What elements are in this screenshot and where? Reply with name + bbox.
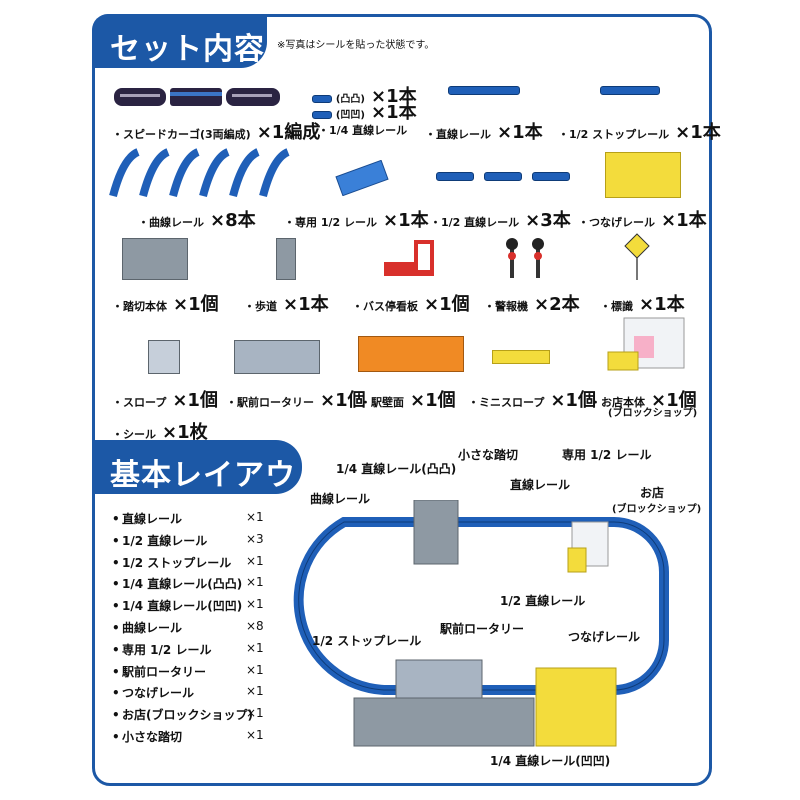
content-frame	[92, 14, 712, 786]
layout-label-half-straight: 1/2 直線レール	[500, 594, 586, 608]
sign-label: ・標識×1本	[600, 294, 685, 315]
straight-rail-label: ・直線レール×1本	[425, 122, 543, 143]
list-item: •1/4 直線レール(凸凸)×1	[112, 575, 264, 592]
station-wall-label: ・駅壁面×1個	[360, 390, 456, 411]
half-stop-rail-image	[600, 86, 660, 95]
half-straight-rail-image-3	[532, 172, 570, 181]
bus-stop-label: ・バス停看板×1個	[352, 294, 470, 315]
speed-cargo-train-image	[114, 88, 280, 106]
connect-rail-image	[605, 152, 681, 198]
crossing-body-image	[122, 238, 188, 280]
layout-label-small-crossing: 小さな踏切	[458, 448, 519, 462]
set-contents-title: セット内容	[110, 32, 265, 67]
list-item: •直線レール×1	[112, 510, 264, 526]
basic-layout-header: 基本レイアウト	[92, 440, 302, 537]
list-item: •お店(ブロックショップ)×1	[112, 706, 264, 723]
list-item: •1/2 直線レール×3	[112, 531, 264, 548]
quarter-rail-concave-row: (凹凹)×1本	[312, 98, 417, 124]
straight-rail-image	[448, 86, 520, 95]
shop-body-sub: (ブロックショップ)	[608, 408, 698, 419]
layout-label-curve: 曲線レール	[310, 492, 371, 506]
mini-slope-image	[492, 350, 550, 364]
list-item: •つなげレール×1	[112, 684, 264, 701]
half-straight-rail-image-1	[436, 172, 474, 181]
layout-label-quarter-concave: 1/4 直線レール(凹凹)	[490, 754, 611, 768]
alarm-label: ・警報機×2本	[484, 294, 580, 315]
list-item: •専用 1/2 レール×1	[112, 640, 264, 657]
half-straight-rail-image-2	[484, 172, 522, 181]
sidewalk-image	[276, 238, 296, 280]
half-straight-rail-label: ・1/2 直線レール×3本	[430, 210, 571, 231]
list-item: •曲線レール×8	[112, 618, 264, 635]
layout-label-station-rotary: 駅前ロータリー	[440, 622, 525, 636]
layout-label-shop: お店	[640, 486, 665, 500]
layout-label-connect: つなげレール	[568, 630, 641, 644]
special-half-rail-label: ・専用 1/2 レール×1本	[284, 210, 429, 231]
half-stop-rail-label: ・1/2 ストップレール×1本	[558, 122, 721, 143]
connect-rail-label: ・つなげレール×1本	[578, 210, 707, 231]
station-wall-image	[358, 336, 464, 372]
list-item: •駅前ロータリー×1	[112, 662, 264, 679]
station-rotary-label: ・駅前ロータリー×1個	[226, 390, 366, 411]
list-item: •1/4 直線レール(凹凹)×1	[112, 597, 264, 614]
layout-parts-list: •直線レール×1 •1/2 直線レール×3 •1/2 ストップレール×1 •1/…	[112, 510, 282, 750]
layout-label-half-stop: 1/2 ストップレール	[312, 634, 422, 648]
photo-note: ※写真はシールを貼った状態です。	[277, 40, 435, 51]
set-contents-header: セット内容	[92, 14, 267, 68]
special-half-rail-image	[335, 160, 389, 196]
sticker-label: ・シール×1枚	[112, 422, 208, 443]
crossing-body-label: ・踏切本体×1個	[112, 294, 219, 315]
slope-label: ・スロープ×1個	[112, 390, 218, 411]
basic-layout-title: 基本レイアウト	[110, 458, 296, 537]
curve-rails-image	[109, 148, 290, 198]
shop-body-label: ・お店本体×1個	[590, 390, 697, 411]
layout-label-shop-sub: (ブロックショップ)	[612, 504, 702, 515]
layout-label-quarter-convex: 1/4 直線レール(凸凸)	[336, 462, 457, 476]
shop-body-image	[607, 317, 685, 371]
speed-cargo-label: ・スピードカーゴ(3両編成)×1編成	[112, 122, 321, 143]
bus-stop-image	[384, 240, 434, 276]
layout-label-special-half: 専用 1/2 レール	[562, 448, 652, 462]
quarter-rail-convex-row: (凸凸)×1本	[312, 82, 417, 108]
sidewalk-label: ・歩道×1本	[244, 294, 329, 315]
slope-image	[148, 340, 180, 374]
sign-image	[624, 233, 650, 280]
list-item: •1/2 ストップレール×1	[112, 553, 264, 570]
quarter-rail-label: ・1/4 直線レール	[318, 124, 408, 137]
list-item: •小さな踏切×1	[112, 727, 264, 744]
layout-track-diagram	[293, 500, 669, 747]
layout-label-straight: 直線レール	[510, 478, 571, 492]
station-rotary-image	[234, 340, 320, 374]
alarm-image	[506, 238, 544, 278]
mini-slope-label: ・ミニスロープ×1個	[468, 390, 596, 411]
curve-rail-label: ・曲線レール×8本	[138, 210, 256, 231]
